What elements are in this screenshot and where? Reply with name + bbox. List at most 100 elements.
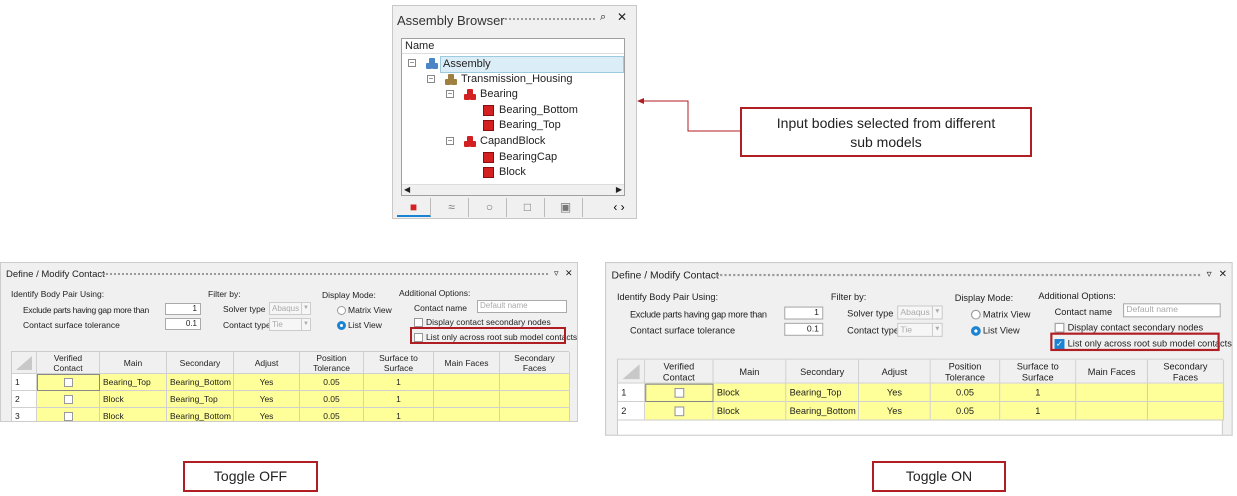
secondary-nodes-label[interactable]: Display contact secondary nodes	[426, 317, 551, 327]
verified-contact-cell[interactable]	[37, 374, 100, 391]
root-only-label[interactable]: List only across root sub model contacts	[426, 332, 578, 342]
adjust-cell[interactable]: Yes	[234, 374, 300, 391]
pos-cell[interactable]: 0.05	[300, 408, 364, 421]
root-only-checkbox[interactable]: ✓	[1054, 339, 1065, 349]
close-icon[interactable]: ✕	[565, 268, 573, 278]
loads-tab-icon[interactable]: ≈	[435, 198, 469, 217]
empty-cell[interactable]	[500, 374, 570, 391]
tree-item[interactable]: −Assembly	[402, 56, 624, 73]
s2s-cell[interactable]: 1	[364, 408, 434, 421]
empty-cell[interactable]	[500, 408, 570, 421]
verified-contact-checkbox[interactable]	[64, 378, 73, 387]
column-header[interactable]: Verified Contact	[645, 359, 714, 384]
tree-item[interactable]: Bearing_Top	[402, 118, 624, 133]
s2s-cell[interactable]: 1	[364, 374, 434, 391]
empty-cell[interactable]	[1076, 383, 1148, 403]
pos-cell[interactable]: 0.05	[300, 391, 364, 408]
tolerance-input[interactable]: 0.1	[165, 318, 201, 330]
list-view-radio[interactable]	[337, 321, 346, 330]
tree-item[interactable]: −Bearing	[402, 87, 624, 102]
verified-contact-checkbox[interactable]	[63, 411, 73, 421]
secondary-nodes-checkbox[interactable]	[414, 318, 423, 327]
collapse-icon[interactable]: −	[408, 58, 416, 67]
column-header[interactable]: Surface to Surface	[364, 352, 434, 374]
adjust-cell[interactable]: Yes	[859, 402, 931, 421]
model-tab-icon[interactable]: ■	[397, 198, 431, 217]
table-corner[interactable]	[12, 352, 37, 374]
column-header-name[interactable]: Name	[402, 39, 624, 54]
scroll-left-icon[interactable]: ◀	[404, 185, 411, 194]
main-cell[interactable]: Block	[100, 391, 167, 408]
drag-handle[interactable]	[716, 273, 1201, 277]
secondary-cell[interactable]: Bearing_Top	[167, 391, 234, 408]
tab-scroll-right-icon[interactable]: ‹ ›	[613, 200, 625, 214]
list-view-label[interactable]: List View	[982, 324, 1020, 336]
verified-contact-cell[interactable]	[37, 408, 100, 421]
empty-cell[interactable]	[434, 408, 500, 421]
matrix-view-label[interactable]: Matrix View	[982, 308, 1031, 320]
tree-item[interactable]: −CapandBlock	[402, 134, 624, 149]
main-cell[interactable]: Block	[713, 383, 787, 403]
solver-type-select[interactable]: Abaqus▼	[269, 302, 311, 315]
pos-cell[interactable]: 0.05	[300, 374, 364, 391]
tree-item[interactable]: Block	[402, 165, 624, 180]
column-header[interactable]: Position Tolerance	[300, 352, 364, 374]
solver-type-select[interactable]: Abaqus▼	[897, 305, 943, 320]
column-header[interactable]: Secondary	[786, 359, 860, 384]
secondary-nodes-label[interactable]: Display contact secondary nodes	[1067, 321, 1204, 333]
scroll-right-icon[interactable]: ▶	[615, 185, 622, 194]
tolerance-input[interactable]: 0.1	[784, 322, 824, 336]
search-icon[interactable]: ⌕	[600, 11, 607, 23]
column-header[interactable]: Main Faces	[434, 352, 500, 374]
collapse-icon[interactable]: −	[427, 73, 435, 83]
column-header[interactable]: Main	[100, 352, 167, 374]
empty-cell[interactable]	[1148, 402, 1225, 421]
matrix-view-label[interactable]: Matrix View	[348, 305, 392, 315]
horizontal-scrollbar[interactable]: ◀ ▶	[402, 184, 624, 195]
contact-type-select[interactable]: Tie▼	[897, 322, 943, 337]
parts-tab-icon[interactable]: ○	[473, 198, 507, 217]
drag-handle[interactable]	[505, 18, 595, 20]
column-header[interactable]: Adjust	[234, 352, 300, 374]
secondary-nodes-checkbox[interactable]	[1054, 322, 1065, 333]
collapse-icon[interactable]: −	[446, 89, 454, 99]
tree-item[interactable]: BearingCap	[402, 150, 624, 165]
column-header[interactable]: Adjust	[859, 359, 931, 384]
secondary-cell[interactable]: Bearing_Bottom	[786, 402, 860, 421]
matrix-view-radio[interactable]	[337, 306, 346, 315]
column-header[interactable]: Main	[713, 359, 787, 384]
adjust-cell[interactable]: Yes	[234, 391, 300, 408]
properties-tab-icon[interactable]: ▣	[549, 198, 583, 217]
secondary-cell[interactable]: Bearing_Bottom	[167, 408, 234, 421]
collapse-icon[interactable]: −	[446, 136, 454, 145]
matrix-view-radio[interactable]	[970, 309, 981, 320]
verified-contact-checkbox[interactable]	[673, 405, 684, 416]
column-header[interactable]: Main Faces	[1076, 359, 1148, 384]
secondary-cell[interactable]: Bearing_Bottom	[167, 374, 234, 391]
column-header[interactable]: Surface to Surface	[1000, 359, 1077, 384]
s2s-cell[interactable]: 1	[1000, 383, 1077, 403]
table-corner[interactable]	[618, 359, 646, 384]
gap-input[interactable]: 1	[784, 306, 824, 320]
column-header[interactable]: Position Tolerance	[930, 359, 1001, 384]
close-icon[interactable]: ✕	[1218, 268, 1227, 280]
empty-cell[interactable]	[1076, 402, 1148, 421]
tree-item[interactable]: −Transmission_Housing	[402, 72, 624, 87]
column-header[interactable]: Secondary Faces	[1148, 359, 1225, 384]
drag-handle[interactable]	[103, 273, 548, 275]
main-cell[interactable]: Block	[713, 402, 787, 421]
verified-contact-checkbox[interactable]	[674, 387, 685, 398]
root-only-checkbox[interactable]	[414, 333, 423, 342]
empty-cell[interactable]	[500, 391, 570, 408]
list-view-radio[interactable]	[970, 326, 981, 336]
root-only-label[interactable]: List only across root sub model contacts	[1067, 338, 1232, 349]
materials-tab-icon[interactable]: □	[511, 198, 545, 217]
list-view-label[interactable]: List View	[348, 320, 382, 330]
verified-contact-cell[interactable]	[645, 402, 714, 421]
main-cell[interactable]: Block	[100, 408, 167, 421]
column-header[interactable]: Secondary Faces	[500, 352, 570, 374]
